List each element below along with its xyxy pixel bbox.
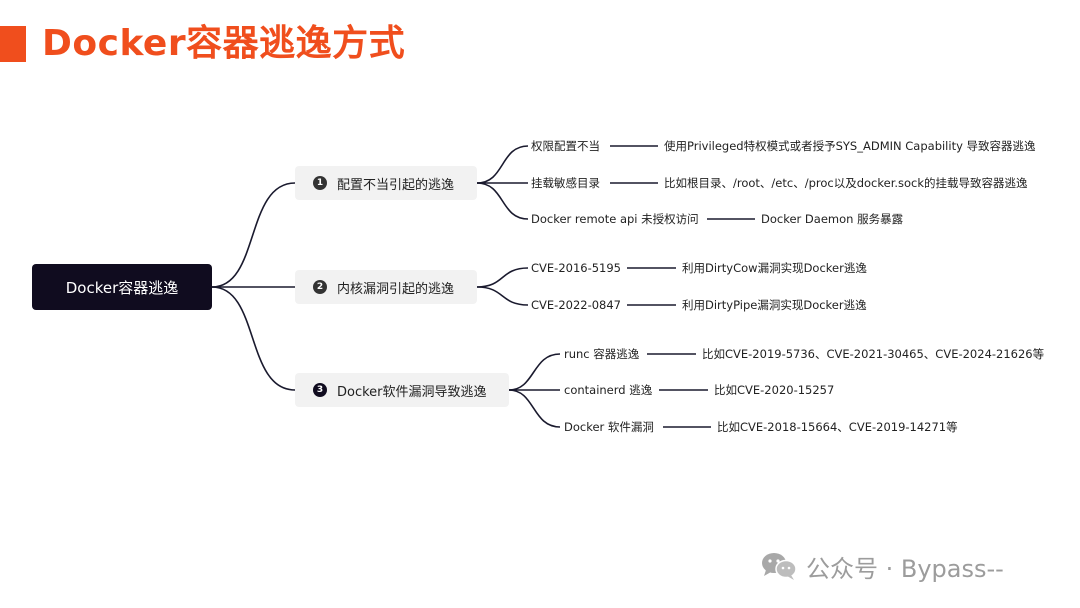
connector-b1-i1 — [476, 145, 529, 184]
branch-node-kernel: 2 内核漏洞引起的逃逸 — [295, 270, 477, 304]
leaf-detail: 利用DirtyPipe漏洞实现Docker逃逸 — [682, 298, 867, 312]
connector-b3-i1 — [508, 353, 561, 391]
branch-label: Docker软件漏洞导致逃逸 — [337, 384, 487, 400]
leaf-detail: 比如根目录、/root、/etc、/proc以及docker.sock的挂载导致… — [664, 176, 1028, 190]
wechat-icon — [762, 553, 797, 580]
connector-b2-i1 — [476, 267, 529, 288]
page-title: Docker容器逃逸方式 — [42, 23, 406, 64]
connector-root-branch-3 — [211, 286, 296, 391]
number-badge: 3 — [313, 383, 327, 397]
leaf-detail: Docker Daemon 服务暴露 — [761, 212, 904, 226]
connector-root-branch-1 — [211, 182, 296, 288]
leaf-item: Docker 软件漏洞 — [564, 420, 654, 434]
connector-b1-i3 — [476, 182, 529, 220]
leaf-detail: 比如CVE-2018-15664、CVE-2019-14271等 — [717, 420, 958, 434]
root-node: Docker容器逃逸 — [32, 264, 212, 310]
branch-label: 内核漏洞引起的逃逸 — [337, 281, 455, 297]
watermark: 公众号 · Bypass-- — [760, 548, 1004, 584]
leaf-detail: 比如CVE-2019-5736、CVE-2021-30465、CVE-2024-… — [702, 347, 1045, 361]
leaf-item: CVE-2016-5195 — [531, 261, 621, 275]
leaf-item: 权限配置不当 — [531, 139, 600, 153]
number-badge: 2 — [313, 280, 327, 294]
leaf-item: 挂载敏感目录 — [531, 176, 600, 190]
number-badge: 1 — [313, 176, 327, 190]
branch-label: 配置不当引起的逃逸 — [337, 177, 455, 193]
connector-b2-i2 — [476, 286, 529, 306]
title-accent-bar — [0, 26, 26, 62]
leaf-detail: 使用Privileged特权模式或者授予SYS_ADMIN Capability… — [664, 139, 1036, 153]
leaf-item: runc 容器逃逸 — [564, 347, 640, 361]
branch-node-software: 3 Docker软件漏洞导致逃逸 — [295, 373, 509, 407]
leaf-item: Docker remote api 未授权访问 — [531, 212, 699, 226]
leaf-detail: 利用DirtyCow漏洞实现Docker逃逸 — [682, 261, 867, 275]
watermark-text: 公众号 · Bypass-- — [806, 554, 1004, 583]
connector-b3-i3 — [508, 389, 561, 428]
leaf-item: CVE-2022-0847 — [531, 298, 621, 312]
leaf-detail: 比如CVE-2020-15257 — [714, 383, 835, 397]
branch-node-config: 1 配置不当引起的逃逸 — [295, 166, 477, 200]
leaf-item: containerd 逃逸 — [564, 383, 653, 397]
